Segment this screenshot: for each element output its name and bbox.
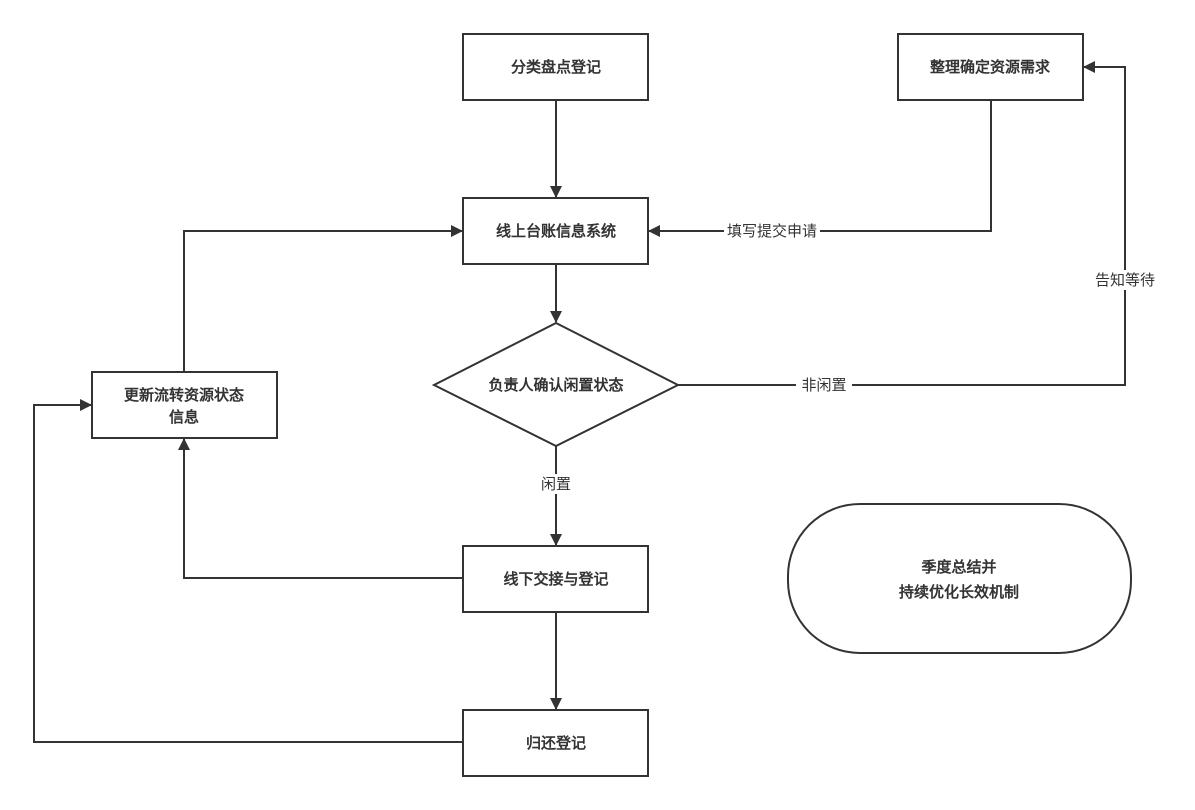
edge-label-not-idle-text: 非闲置: [801, 376, 846, 394]
node-confirm-idle[interactable]: 负责人确认闲置状态: [431, 321, 681, 448]
node-offline-handover-label: 线下交接与登记: [503, 570, 608, 588]
node-quarterly-summary[interactable]: 季度总结并 持续优化长效机制: [787, 503, 1132, 654]
node-classify[interactable]: 分类盘点登记: [462, 33, 649, 101]
node-update-status-label-line1: 更新流转资源状态: [124, 386, 244, 404]
node-online-system[interactable]: 线上台账信息系统: [462, 197, 649, 265]
node-classify-label: 分类盘点登记: [511, 58, 601, 76]
edge-label-idle-text: 闲置: [541, 475, 571, 493]
node-online-system-label: 线上台账信息系统: [496, 222, 616, 240]
node-return-register[interactable]: 归还登记: [462, 709, 649, 777]
edge-demand-to-system: [648, 100, 992, 237]
edge-update-to-system: [183, 225, 463, 372]
node-demand[interactable]: 整理确定资源需求: [897, 33, 1084, 101]
node-update-status-label-line2: 信息: [169, 408, 199, 426]
node-quarterly-summary-label-line2: 持续优化长效机制: [899, 583, 1019, 601]
edge-label-notify-wait-text: 告知等待: [1095, 271, 1155, 289]
edge-label-notify-wait: 告知等待: [1086, 270, 1164, 290]
node-demand-label: 整理确定资源需求: [930, 58, 1051, 76]
edge-label-idle: 闲置: [535, 474, 577, 494]
node-return-register-label: 归还登记: [526, 734, 586, 752]
edge-return-to-update: [33, 399, 463, 743]
edge-label-submit-application-text: 填写提交申请: [727, 222, 817, 240]
node-offline-handover[interactable]: 线下交接与登记: [462, 545, 649, 613]
edge-confirm-to-demand: [678, 61, 1126, 386]
node-update-status[interactable]: 更新流转资源状态 信息: [91, 371, 278, 439]
edge-label-not-idle: 非闲置: [796, 376, 852, 394]
node-quarterly-summary-label-line1: 季度总结并: [921, 558, 996, 576]
node-confirm-idle-label: 负责人确认闲置状态: [488, 376, 623, 394]
edge-offline-to-update: [178, 438, 463, 579]
edge-label-submit-application: 填写提交申请: [724, 222, 820, 240]
